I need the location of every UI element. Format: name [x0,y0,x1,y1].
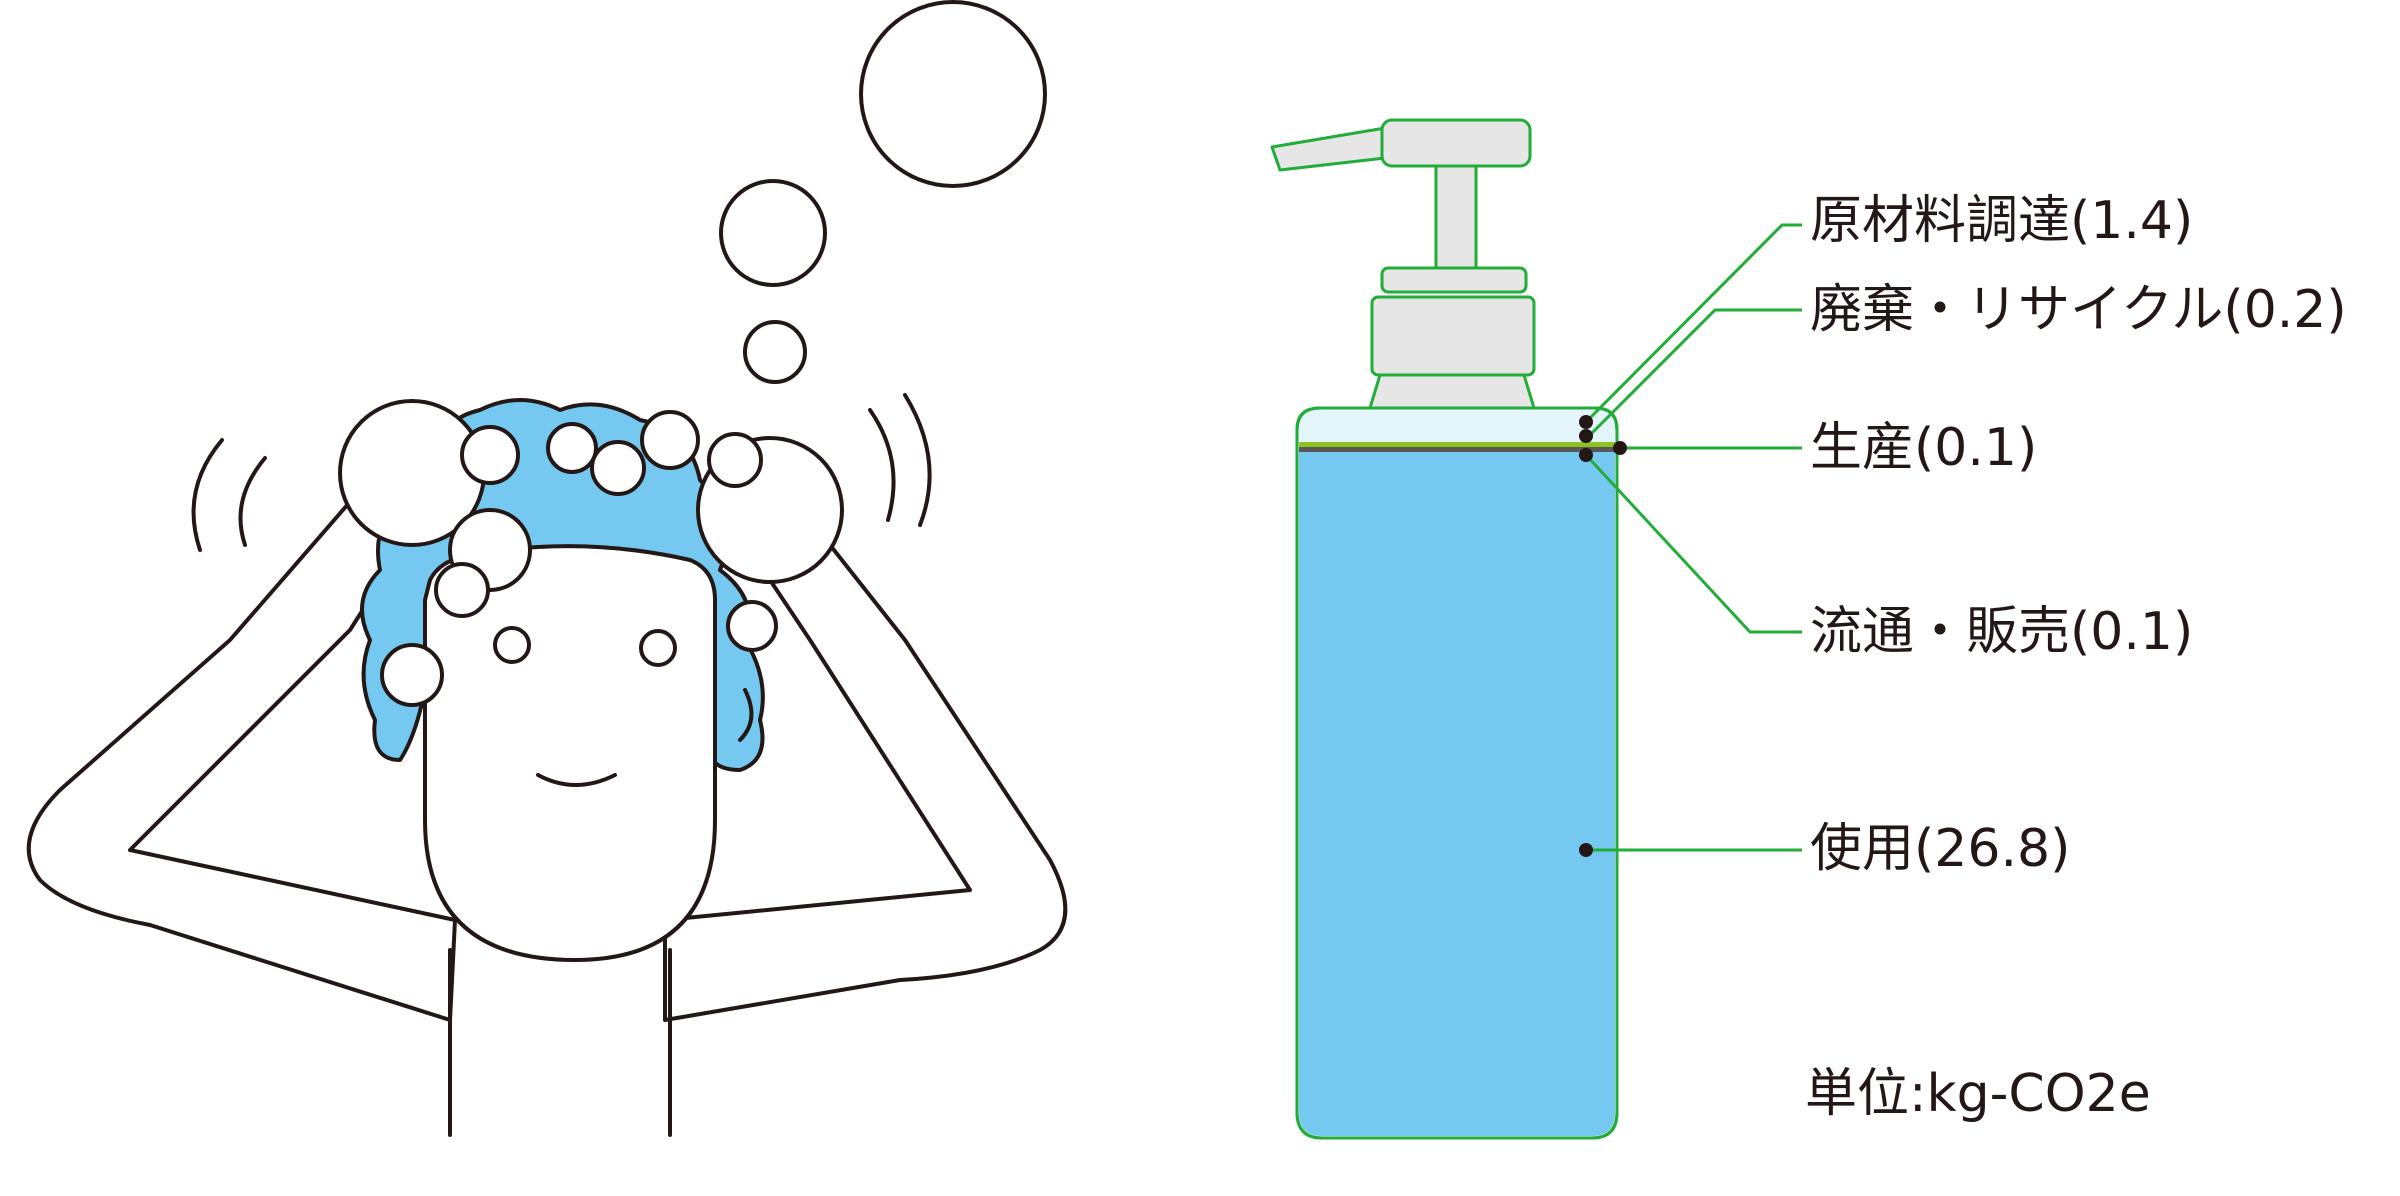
leader-disposal [1588,308,1802,437]
band-green [1299,442,1615,447]
pump-nozzle [1270,126,1387,172]
bottle-outline [1295,406,1619,1140]
marker-dot [1579,429,1593,443]
leader-distribution [1584,453,1802,634]
foam-bubble [590,440,646,496]
motion-line [191,438,224,552]
floating-bubble [743,320,807,384]
foam-bubble [640,410,700,470]
leader-raw-materials [1584,223,1802,424]
pump-collar [1380,266,1528,294]
label-production: 生産(0.1) [1810,418,2038,478]
pump-head [1380,118,1532,168]
bottle-liquid [1299,450,1615,1136]
pump-bottle [1270,118,1619,1140]
foam-bubble [707,432,763,488]
motion-line [238,456,267,547]
label-raw-materials: 原材料調達(1.4) [1810,191,2194,251]
foam-bubble [380,643,444,707]
right-eye [639,629,677,667]
foam-bubble [460,425,520,485]
bottle-neck [1367,373,1537,410]
pump-stem [1434,164,1478,270]
motion-line [868,408,896,522]
floating-bubble [719,179,827,287]
marker-dot [1579,448,1593,462]
foam-bubble [726,600,778,652]
marker-dot [1613,441,1627,455]
label-use: 使用(26.8) [1810,819,2071,879]
unit-label: 単位:kg-CO2e [1805,1064,2151,1124]
floating-bubble [859,0,1047,188]
foam-bubble [434,562,490,618]
label-disposal: 廃棄・リサイクル(0.2) [1810,280,2347,340]
motion-line [903,393,932,527]
marker-dot [1579,415,1593,429]
ear-curl [738,688,754,742]
leader-lines [1584,223,1802,852]
mouth [536,773,617,787]
foam-bubble [546,422,598,474]
left-arm [26,448,457,1022]
marker-dots [1579,415,1627,857]
left-eye [493,626,531,664]
right-arm [663,448,1068,1022]
marker-dot [1579,843,1593,857]
label-distribution: 流通・販売(0.1) [1810,602,2194,662]
torso [448,948,672,1137]
person-figure [26,0,1068,1137]
bottle-cap [1370,295,1536,377]
band-dark [1299,447,1615,452]
